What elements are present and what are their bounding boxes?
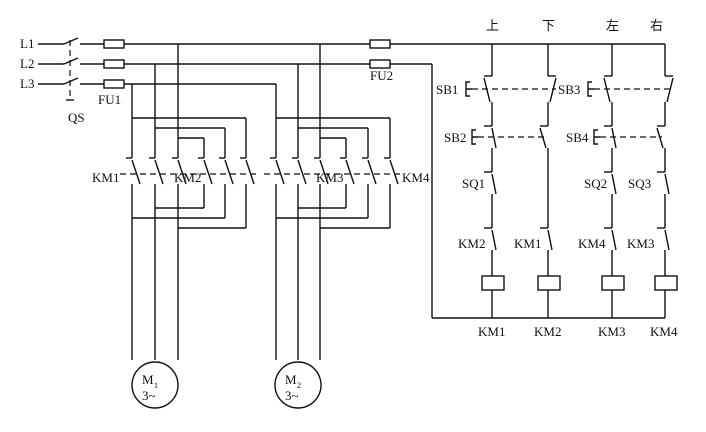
label-sb1: SB1 bbox=[436, 82, 458, 97]
label-sq1: SQ1 bbox=[462, 176, 485, 191]
label-qs: QS bbox=[68, 110, 85, 125]
label-l2: L2 bbox=[20, 56, 34, 71]
label-sq3: SQ3 bbox=[628, 176, 651, 191]
label-km2-interlock: KM2 bbox=[458, 236, 485, 251]
coil-km4 bbox=[654, 275, 678, 291]
motor1-power-circuit: KM1 KM2 M 1 3~ bbox=[92, 44, 256, 409]
motor-m1-name: M bbox=[142, 372, 154, 387]
coil-km2 bbox=[537, 275, 561, 291]
label-coil-km1: KM1 bbox=[478, 324, 505, 339]
motor-m2-sub: 2 bbox=[297, 381, 301, 390]
motor-m2-name: M bbox=[285, 372, 297, 387]
label-l1: L1 bbox=[20, 36, 34, 51]
label-km3-interlock: KM3 bbox=[627, 236, 654, 251]
label-fu1: FU1 bbox=[98, 92, 121, 107]
fuse-fu2-b bbox=[369, 59, 391, 69]
control-circuit: 上 下 左 右 SB1 SB3 bbox=[436, 19, 678, 339]
motor-m1-sub: 1 bbox=[154, 381, 158, 390]
label-coil-km4: KM4 bbox=[650, 324, 678, 339]
qs-blade-1 bbox=[63, 37, 79, 45]
label-l3: L3 bbox=[20, 76, 34, 91]
motor-m2-spec: 3~ bbox=[285, 388, 299, 403]
fuse-fu2-a bbox=[369, 39, 391, 49]
label-left: 左 bbox=[606, 19, 619, 34]
label-sb2: SB2 bbox=[444, 130, 466, 145]
label-right: 右 bbox=[650, 19, 663, 34]
label-km4-interlock: KM4 bbox=[578, 236, 606, 251]
label-coil-km2: KM2 bbox=[534, 324, 561, 339]
coil-km3 bbox=[601, 275, 625, 291]
label-sq2: SQ2 bbox=[584, 176, 607, 191]
label-km4-power: KM4 bbox=[402, 170, 430, 185]
fuse-fu1-b bbox=[103, 59, 125, 69]
fuse-fu1-c bbox=[103, 79, 125, 89]
label-sb3: SB3 bbox=[558, 82, 580, 97]
label-km1-power: KM1 bbox=[92, 170, 119, 185]
label-fu2: FU2 bbox=[370, 68, 393, 83]
label-km2-power: KM2 bbox=[174, 170, 201, 185]
motor-m1-spec: 3~ bbox=[142, 388, 156, 403]
label-sb4: SB4 bbox=[566, 130, 589, 145]
label-coil-km3: KM3 bbox=[598, 324, 625, 339]
label-km1-interlock: KM1 bbox=[514, 236, 541, 251]
label-down: 下 bbox=[542, 19, 555, 34]
label-km3-power: KM3 bbox=[316, 170, 343, 185]
motor2-power-circuit: KM3 KM4 M 2 3~ bbox=[264, 44, 430, 409]
motor-m1 bbox=[131, 361, 179, 409]
fuse-fu1-a bbox=[103, 39, 125, 49]
supply-lines: L1 L2 L3 QS FU1 FU2 bbox=[20, 36, 665, 319]
coil-km1 bbox=[481, 275, 505, 291]
label-up: 上 bbox=[486, 19, 499, 34]
qs-blade-3 bbox=[63, 77, 79, 85]
qs-blade-2 bbox=[63, 57, 79, 65]
motor-m2 bbox=[274, 361, 322, 409]
